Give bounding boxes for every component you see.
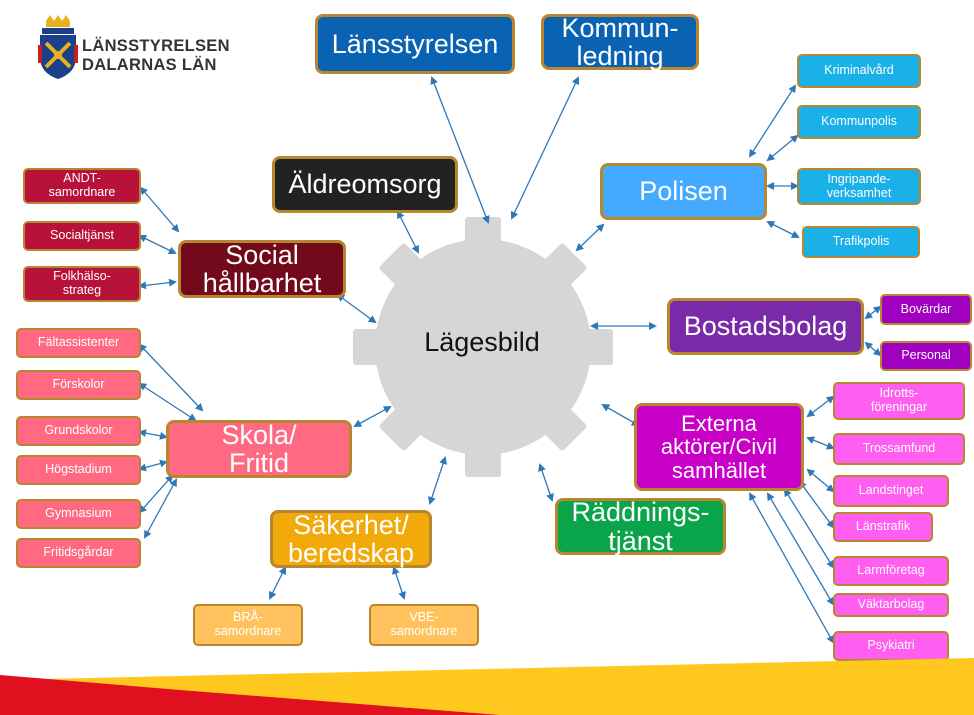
node-aldreomsorg[interactable]: Äldreomsorg (272, 156, 458, 213)
node-idrotts-label: Idrotts- föreningar (870, 386, 928, 414)
node-fritidsgardar-label: Fritidsgårdar (43, 545, 114, 560)
node-trossamfund-label: Trossamfund (862, 441, 936, 456)
node-vaktarbolag[interactable]: Väktarbolag (833, 593, 949, 617)
node-bra-label: BRÅ- samordnare (214, 610, 282, 638)
footer-band (0, 658, 974, 715)
node-landstinget-label: Landstinget (858, 483, 924, 498)
node-skola-label: Skola/ Fritid (221, 419, 297, 478)
node-faltassistenter-label: Fältassistenter (37, 335, 120, 350)
node-psykiatri[interactable]: Psykiatri (833, 631, 949, 661)
node-polisen-label: Polisen (639, 176, 728, 207)
node-raddning-label: Räddnings- tjänst (571, 497, 710, 556)
node-psykiatri-label: Psykiatri (867, 638, 915, 653)
node-bra-samordnare[interactable]: BRÅ- samordnare (193, 604, 303, 646)
node-vbe-samordnare[interactable]: VBE- samordnare (369, 604, 479, 646)
node-folkhalso-label: Folkhälso- strateg (53, 269, 111, 297)
node-ingripande[interactable]: Ingripande- verksamhet (797, 168, 921, 205)
node-gymnasium-label: Gymnasium (45, 506, 112, 521)
node-vbe-label: VBE- samordnare (390, 610, 458, 638)
node-lansstyrelsen-label: Länsstyrelsen (331, 28, 499, 59)
node-externa-label: Externa aktörer/Civil samhället (660, 411, 778, 483)
node-kommunpolis-label: Kommunpolis (821, 114, 897, 129)
node-lanstrafik-label: Länstrafik (855, 519, 911, 534)
node-grundskolor-label: Grundskolor (44, 423, 113, 438)
node-idrottsforeningar[interactable]: Idrotts- föreningar (833, 382, 965, 420)
node-gymnasium[interactable]: Gymnasium (16, 499, 141, 529)
node-larmforetag[interactable]: Larmföretag (833, 556, 949, 586)
node-hogstadium[interactable]: Högstadium (16, 455, 141, 485)
node-socialtjanst-label: Socialtjänst (50, 228, 114, 243)
node-personal[interactable]: Personal (880, 341, 972, 371)
node-personal-label: Personal (901, 348, 951, 363)
node-folkhalso[interactable]: Folkhälso- strateg (23, 266, 141, 302)
node-ingripande-label: Ingripande- verksamhet (826, 171, 892, 200)
node-skola-fritid[interactable]: Skola/ Fritid (166, 420, 352, 478)
node-sakerhet-label: Säkerhet/ beredskap (287, 509, 415, 568)
node-polisen[interactable]: Polisen (600, 163, 767, 220)
node-forskolor-label: Förskolor (52, 377, 105, 392)
node-andt[interactable]: ANDT- samordnare (23, 168, 141, 204)
node-trafikpolis[interactable]: Trafikpolis (802, 226, 920, 258)
node-andt-label: ANDT- samordnare (48, 171, 116, 199)
node-lansstyrelsen[interactable]: Länsstyrelsen (315, 14, 515, 74)
node-forskolor[interactable]: Förskolor (16, 370, 141, 400)
node-sakerhet-beredskap[interactable]: Säkerhet/ beredskap (270, 510, 432, 568)
node-hogstadium-label: Högstadium (45, 462, 112, 477)
node-trossamfund[interactable]: Trossamfund (833, 433, 965, 465)
logo-line-2: DALARNAS LÄN (82, 56, 217, 74)
center-label-lagesbild: Lägesbild (424, 327, 540, 357)
node-bostadsbolag-label: Bostadsbolag (683, 311, 848, 342)
node-social-hallbarhet[interactable]: Social hållbarhet (178, 240, 346, 298)
node-social-label: Social hållbarhet (202, 239, 322, 298)
node-aldreomsorg-label: Äldreomsorg (288, 169, 442, 200)
node-kriminalvard-label: Kriminalvård (824, 63, 894, 78)
node-trafikpolis-label: Trafikpolis (832, 234, 890, 249)
node-bovardar[interactable]: Bovärdar (880, 294, 972, 325)
lansstyrelsen-logo: LÄNSSTYRELSEN DALARNAS LÄN (36, 15, 236, 85)
node-kommunledning-label: Kommun- ledning (561, 12, 679, 71)
node-kriminalvard[interactable]: Kriminalvård (797, 54, 921, 88)
node-bostadsbolag[interactable]: Bostadsbolag (667, 298, 864, 355)
node-grundskolor[interactable]: Grundskolor (16, 416, 141, 446)
node-landstinget[interactable]: Landstinget (833, 475, 949, 507)
logo-line-1: LÄNSSTYRELSEN (82, 37, 230, 55)
node-socialtjanst[interactable]: Socialtjänst (23, 221, 141, 251)
node-larmforetag-label: Larmföretag (857, 563, 925, 578)
node-externa-aktorer[interactable]: Externa aktörer/Civil samhället (634, 403, 804, 491)
node-fritidsgardar[interactable]: Fritidsgårdar (16, 538, 141, 568)
node-bovardar-label: Bovärdar (900, 301, 952, 316)
node-lanstrafik[interactable]: Länstrafik (833, 512, 933, 542)
coat-of-arms-icon (38, 15, 78, 79)
node-faltassistenter[interactable]: Fältassistenter (16, 328, 141, 358)
node-kommunledning[interactable]: Kommun- ledning (541, 14, 699, 70)
node-vaktarbolag-label: Väktarbolag (857, 597, 925, 612)
node-raddningstjanst[interactable]: Räddnings- tjänst (555, 498, 726, 555)
node-kommunpolis[interactable]: Kommunpolis (797, 105, 921, 139)
